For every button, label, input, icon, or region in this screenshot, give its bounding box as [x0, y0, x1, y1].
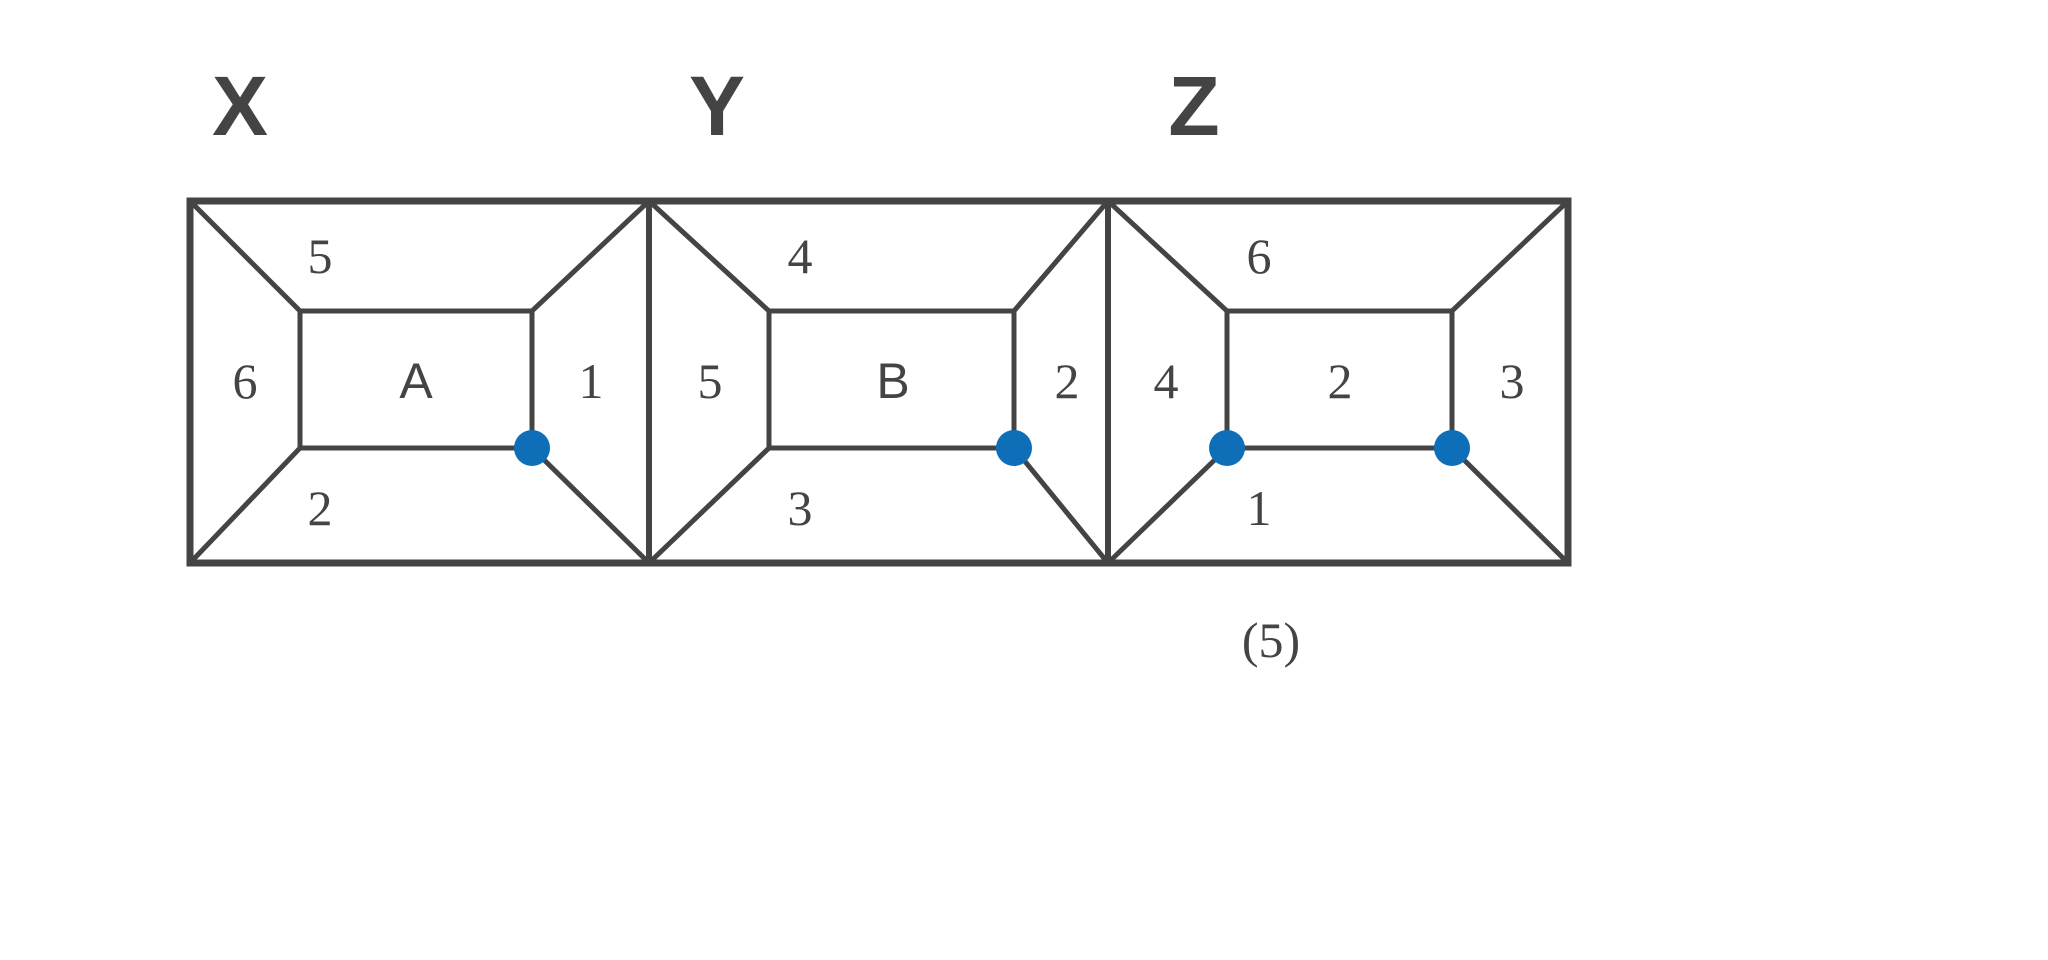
panel-c-right: 3 — [1500, 353, 1525, 409]
figure-caption: (5) — [1242, 612, 1300, 668]
diagonal-edge — [1010, 444, 1112, 567]
panel-c-center: 2 — [1328, 353, 1353, 409]
diagonal-edge — [528, 444, 653, 567]
panel-c-bottom: 1 — [1247, 480, 1272, 536]
panel-a-left: 6 — [233, 353, 258, 409]
diagonal-edge — [186, 197, 304, 315]
diagonal-edge — [645, 197, 773, 315]
panel-a-bottom: 2 — [308, 480, 333, 536]
vertex-dot — [996, 430, 1032, 466]
diagonal-edge — [528, 197, 653, 315]
header-y: Y — [689, 59, 745, 153]
panel-b-right: 2 — [1055, 353, 1080, 409]
panel-a-center: A — [399, 353, 433, 409]
diagonal-edge — [1448, 444, 1572, 567]
panel-c-top: 6 — [1247, 228, 1272, 284]
inner-square — [1224, 308, 1455, 451]
vertex-dot — [1209, 430, 1245, 466]
panel-a-right: 1 — [579, 353, 604, 409]
inner-square — [766, 308, 1017, 451]
panel-b-top: 4 — [788, 228, 813, 284]
diagonal-edge — [1104, 444, 1231, 567]
diagonal-edge — [1448, 197, 1572, 315]
vertex-dot — [1434, 430, 1470, 466]
outer-frame — [186, 197, 1572, 567]
diagonal-edge — [1104, 197, 1231, 315]
diagonal-edge — [1010, 197, 1112, 315]
diagonal-edge — [645, 444, 773, 567]
panel-b-left: 5 — [698, 353, 723, 409]
header-x: X — [212, 59, 268, 153]
panel-c-left: 4 — [1154, 353, 1179, 409]
vertex-dot — [514, 430, 550, 466]
inner-square — [297, 308, 535, 451]
panel-b-bottom: 3 — [788, 480, 813, 536]
header-z: Z — [1168, 59, 1219, 153]
diagonal-edge — [186, 444, 304, 567]
panel-b-center: B — [876, 353, 909, 409]
panel-a-top: 5 — [308, 228, 333, 284]
